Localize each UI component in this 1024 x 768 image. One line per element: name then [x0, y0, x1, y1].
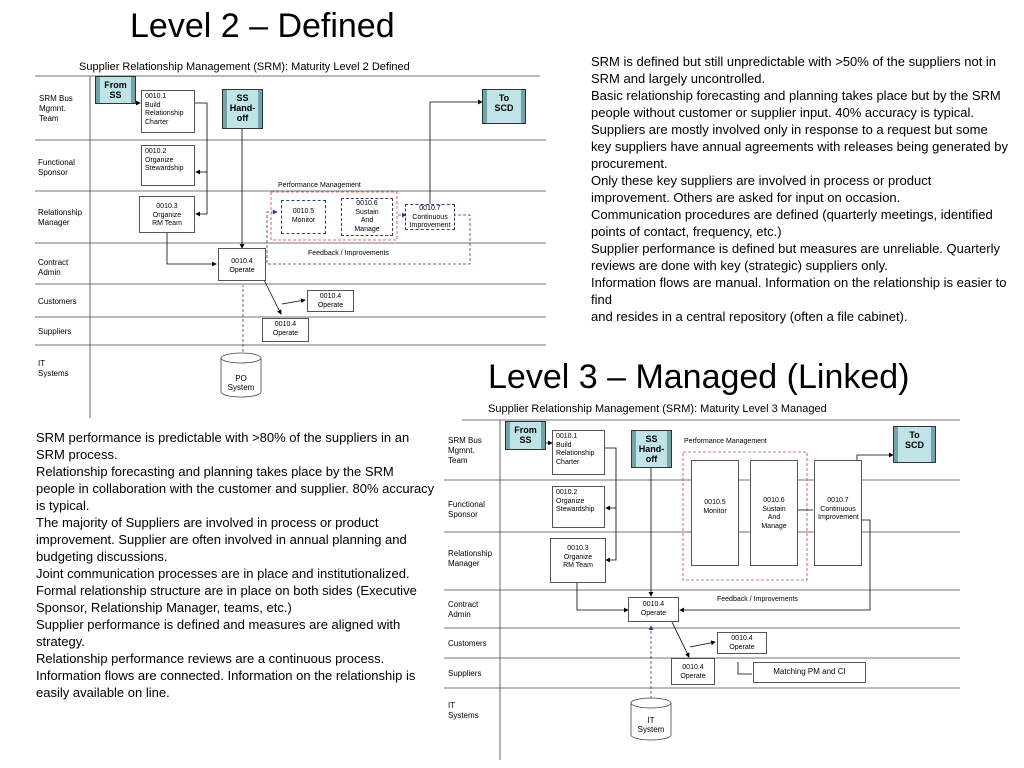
level3-feedback-label: Feedback / Improvements — [717, 596, 798, 603]
level2-feedback-label: Feedback / Improvements — [308, 250, 389, 257]
level3-matching-pm-ci-box: Matching PM and CI — [753, 662, 866, 683]
level3-description: SRM performance is predictable with >80%… — [36, 430, 435, 700]
level2-description: SRM is defined but still unpredictable w… — [591, 54, 1008, 324]
level3-lane-customers: Customers — [448, 639, 487, 648]
level2-lane-customers: Customers — [38, 297, 77, 306]
level2-performance-management-label: Performance Management — [278, 182, 361, 189]
level3-performance-management-label: Performance Management — [684, 438, 767, 445]
level3-it-cylinder — [630, 697, 672, 741]
level3-title: Level 3 – Managed (Linked) — [488, 358, 910, 396]
level3-performance-group — [682, 451, 808, 581]
level2-diagram-title: Supplier Relationship Management (SRM): … — [79, 61, 410, 73]
level2-title: Level 2 – Defined — [130, 7, 395, 45]
level2-feedback-loop — [242, 209, 471, 352]
level3-diagram-title: Supplier Relationship Management (SRM): … — [488, 403, 827, 415]
level2-performance-group — [270, 191, 398, 241]
level3-lane-suppliers: Suppliers — [448, 669, 482, 678]
level3-lane-grid — [444, 419, 960, 760]
level2-po-cylinder — [220, 352, 262, 398]
level2-lane-grid — [35, 75, 546, 418]
level2-lane-suppliers: Suppliers — [38, 327, 72, 336]
level2-connectors — [130, 99, 483, 315]
